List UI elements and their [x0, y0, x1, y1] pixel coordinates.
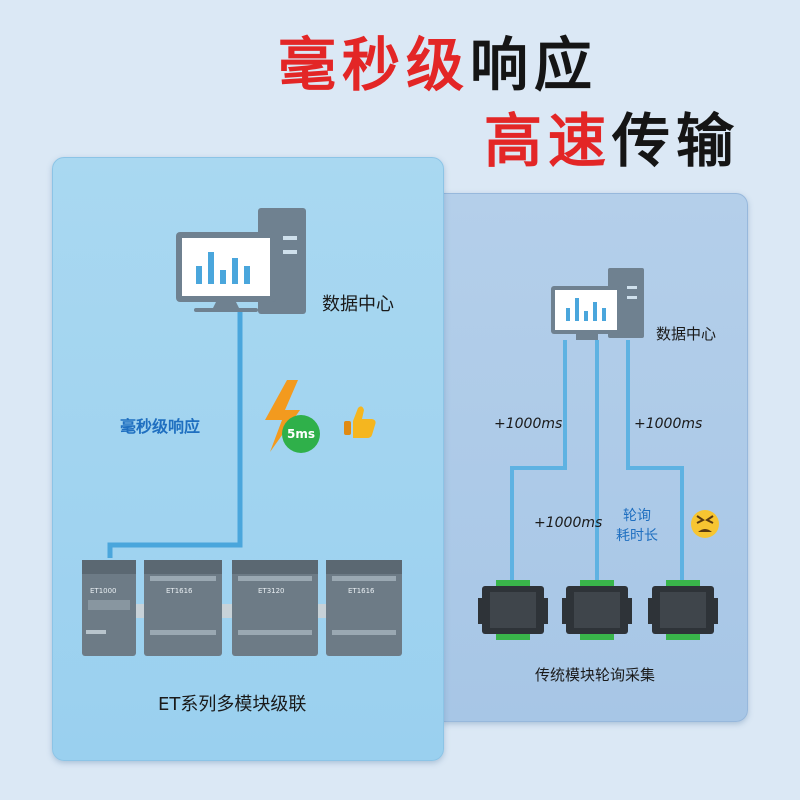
- latency-badge: 5ms: [282, 415, 320, 453]
- headline-red-2: 高速: [484, 107, 613, 175]
- et-modules: [82, 560, 402, 656]
- traditional-modules: [478, 580, 718, 640]
- delay-label: +1000ms: [634, 416, 703, 432]
- headline-line-1: 毫秒级响应: [278, 36, 598, 94]
- computer-monitor-icon: [176, 208, 306, 314]
- computer-monitor-icon: [551, 268, 644, 340]
- polling-note: 轮询 耗时长: [616, 506, 658, 546]
- polling-line-1: 轮询: [623, 508, 651, 524]
- thumbs-up-icon: [344, 406, 376, 438]
- left-wire: [107, 310, 243, 558]
- module-model-label: ET3120: [258, 587, 285, 595]
- headline-line-2: 高速传输: [484, 112, 740, 170]
- polling-line-2: 耗时长: [616, 528, 658, 544]
- data-center-label: 数据中心: [656, 325, 717, 343]
- delay-label: +1000ms: [534, 515, 603, 531]
- lightning-icon: [265, 380, 300, 452]
- et-caption: ET系列多模块级联: [158, 694, 307, 715]
- headline-red-1: 毫秒级: [278, 31, 471, 99]
- delay-label: +1000ms: [494, 416, 563, 432]
- response-label: 毫秒级响应: [120, 417, 201, 436]
- module-model-label: ET1616: [348, 587, 375, 595]
- headline-dark-2: 传输: [612, 107, 741, 175]
- tired-face-icon: [691, 510, 719, 538]
- right-wires: [510, 340, 684, 580]
- data-center-label: 数据中心: [322, 294, 394, 315]
- headline-dark-1: 响应: [470, 31, 599, 99]
- module-model-label: ET1616: [166, 587, 193, 595]
- module-model-label: ET1000: [90, 587, 117, 595]
- traditional-caption: 传统模块轮询采集: [535, 666, 656, 684]
